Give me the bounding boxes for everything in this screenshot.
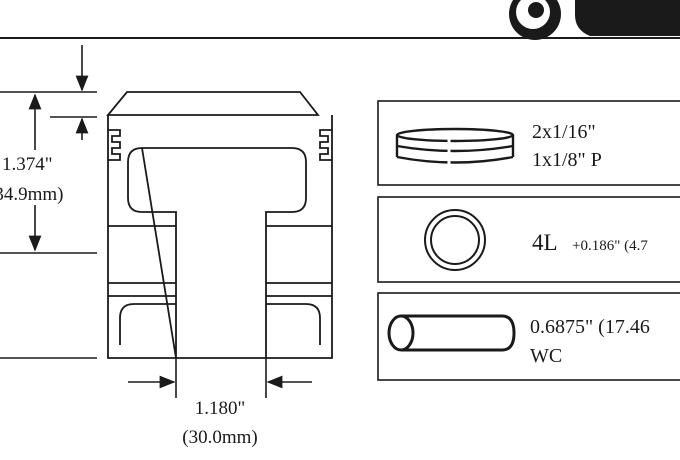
height-mm-label: (34.9mm): [0, 184, 63, 205]
pin-width-dimension: [128, 358, 312, 398]
circlip-spec-box: [377, 196, 680, 283]
circlip-spec-detail: +0.186" (4.7: [572, 238, 648, 254]
piston-rings-icon: [395, 127, 515, 170]
pin-width-in-label: 1.180": [195, 398, 246, 419]
pin-spec-box: [377, 292, 680, 381]
pin-width-mm-label: (30.0mm): [182, 427, 257, 448]
rings-spec-box: [377, 100, 680, 186]
height-in-label: 1.374": [2, 154, 53, 175]
rings-spec-line2: 1x1/8" P: [532, 149, 602, 171]
pin-spec-line1: 0.6875" (17.46: [530, 316, 650, 338]
circlip-spec-main: 4L: [532, 230, 558, 255]
height-dimension: [0, 45, 97, 359]
piston-pin-icon: [387, 314, 516, 352]
rings-spec-line1: 2x1/16": [532, 121, 596, 143]
circlip-icon: [424, 209, 486, 271]
pin-spec-line2: WC: [530, 345, 562, 367]
piston-outline: [106, 91, 333, 359]
motorcycle-logo: [509, 0, 680, 40]
